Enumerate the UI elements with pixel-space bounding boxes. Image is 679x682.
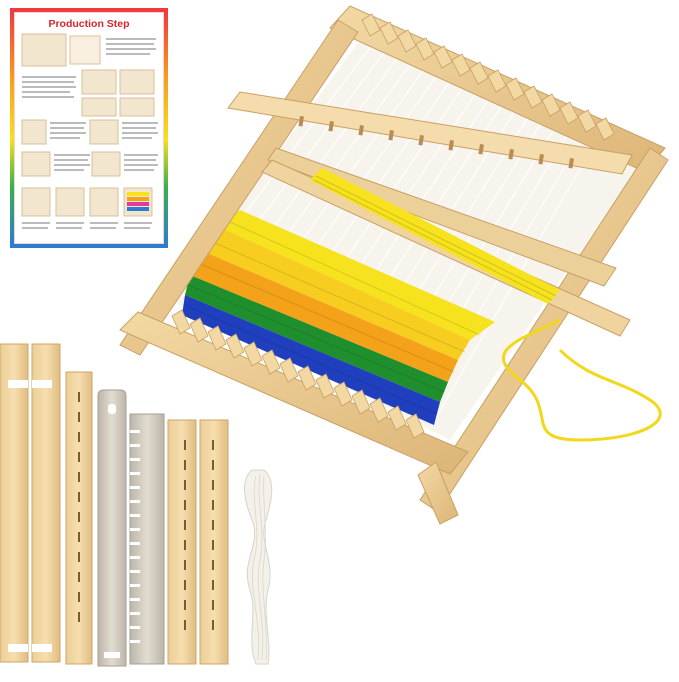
wooden-loom — [119, 5, 669, 525]
shuttle-2-body — [31, 343, 61, 663]
step-photo — [119, 97, 155, 117]
shed-stick-2-slots — [212, 440, 214, 630]
accessories — [0, 343, 273, 667]
shed-stick-2 — [199, 419, 229, 665]
shuttle-1-top-notch — [8, 380, 28, 388]
woven-fabric — [182, 210, 495, 425]
shed-stick-slots — [298, 115, 574, 169]
step-text-lines — [106, 38, 156, 55]
shuttle-yarn-wrap — [310, 168, 560, 304]
step-photo — [21, 33, 67, 67]
heddle-bar — [65, 371, 93, 665]
step-photo — [21, 151, 51, 177]
upper-shed-stick — [227, 91, 633, 175]
shuttle-stick-2 — [31, 343, 61, 663]
step-photo — [69, 35, 101, 65]
step-photo — [21, 119, 47, 145]
step-text-lines — [22, 76, 76, 98]
steel-heddle-eye — [108, 404, 116, 414]
beater-comb — [129, 413, 165, 665]
weave-texture — [183, 221, 481, 415]
step-photo — [89, 119, 119, 145]
thread-strands — [252, 473, 267, 661]
comb-body — [129, 413, 165, 665]
yarn-shuttle — [261, 159, 631, 337]
shed-stick-1-body — [167, 419, 197, 665]
top-beam-pegs — [361, 13, 615, 141]
step-photo — [21, 187, 51, 217]
shed-stick-1 — [167, 419, 197, 665]
loose-yellow-yarn — [502, 318, 662, 442]
shed-stick-1-slots — [184, 440, 186, 630]
card-title: Production Step — [48, 18, 130, 30]
loom-front-foot — [417, 461, 459, 525]
bottom-beam-pegs — [171, 309, 425, 439]
comb-teeth-gaps — [130, 430, 140, 643]
shuttle-stick-1 — [0, 343, 29, 663]
loom-bottom-beam — [119, 311, 469, 475]
mini-weave-colors — [127, 192, 149, 211]
middle-heddle — [267, 147, 617, 287]
shuttle-1-bottom-notch — [8, 644, 28, 652]
step-text-lines — [54, 154, 158, 171]
shuttle-1-body — [0, 343, 29, 663]
heddle-bar-on-loom — [227, 91, 633, 287]
step-photo — [119, 69, 155, 95]
shuttle-2-top-notch — [32, 380, 52, 388]
step-photo — [91, 151, 121, 177]
step-text-lines — [50, 122, 158, 139]
yarn-green-band — [185, 275, 448, 402]
instruction-card: Production Step — [10, 8, 168, 248]
step-text-lines — [22, 222, 152, 229]
steel-heddle-bottom-slot — [104, 652, 120, 658]
step-photo — [81, 97, 117, 117]
step-photo — [89, 187, 119, 217]
shuttle-yarn-texture — [313, 175, 557, 301]
steel-heddle — [97, 389, 127, 667]
yarn-orange-band — [190, 250, 458, 382]
yarn-yellow-band — [215, 210, 495, 340]
shuttle-2-bottom-notch — [32, 644, 52, 652]
steel-heddle-body — [97, 389, 127, 667]
step-photo — [55, 187, 85, 217]
card-step-illustrations — [21, 33, 158, 229]
heddle-bar-slots — [78, 392, 80, 622]
yarn-yellow-band-2 — [200, 225, 470, 360]
yarn-blue-band — [182, 295, 440, 425]
step-photo — [81, 69, 117, 95]
cotton-warp-thread — [244, 469, 273, 665]
